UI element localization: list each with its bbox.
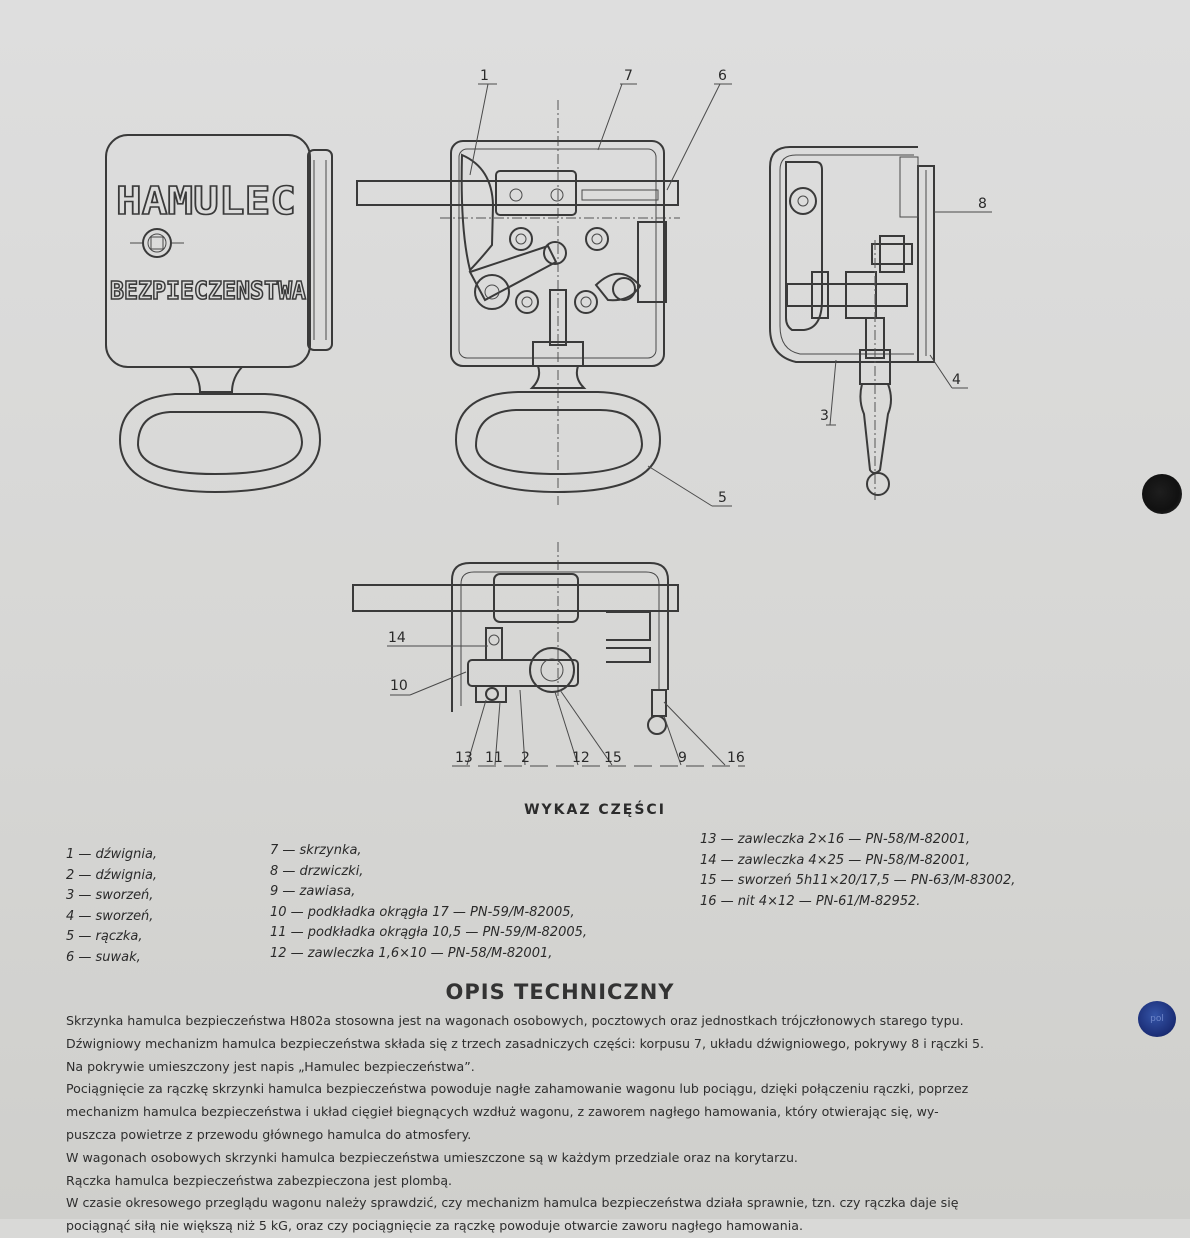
callout-4: 4	[952, 372, 961, 388]
cover-text-bezpieczenstwa: BEZPIECZENSTWA	[110, 276, 306, 305]
punched-hole	[1142, 474, 1182, 514]
description-line: mechanizm hamulca bezpieczeństwa i układ…	[66, 1104, 939, 1120]
callout-1: 1	[480, 68, 489, 84]
parts-list-item: 11 — podkładka okrągła 10,5 — PN-59/M-82…	[270, 925, 588, 940]
parts-list-column-2: 7 — skrzynka, 8 — drzwiczki, 9 — zawiasa…	[270, 841, 587, 964]
callout-14: 14	[388, 630, 406, 646]
callout-11: 11	[485, 750, 503, 766]
parts-list-item: 3 — sworzeń,	[66, 888, 154, 903]
parts-list-item: 10 — podkładka okrągła 17 — PN-59/M-8200…	[270, 904, 575, 920]
callout-8: 8	[978, 196, 987, 212]
technical-drawing: HAMULEC BEZPIECZENSTWA	[105, 68, 992, 767]
callout-10: 10	[390, 678, 408, 694]
callout-13: 13	[455, 750, 473, 766]
blue-sticker: pol	[1138, 1001, 1176, 1037]
callout-16: 16	[727, 750, 745, 766]
parts-list-item: 14 — zawleczka 4×25 — PN-58/M-82001,	[700, 852, 970, 868]
description-line: W wagonach osobowych skrzynki hamulca be…	[66, 1149, 798, 1165]
parts-list-item: 16 — nit 4×12 — PN-61/M-82952.	[700, 893, 921, 909]
parts-list-column-3: 13 — zawleczka 2×16 — PN-58/M-82001, 14 …	[700, 830, 1015, 912]
description-body: Skrzynka hamulca bezpieczeństwa H802a st…	[66, 1010, 1066, 1238]
parts-list-item: 15 — sworzeń 5h11×20/17,5 — PN-63/M-8300…	[700, 873, 1016, 888]
parts-list-item: 4 — sworzeń,	[66, 908, 154, 924]
callout-7: 7	[624, 68, 633, 84]
cover-text-hamulec: HAMULEC	[116, 179, 296, 223]
callout-3: 3	[820, 408, 829, 424]
description-title: OPIS TECHNICZNY	[445, 980, 675, 1004]
callout-5: 5	[718, 490, 727, 506]
parts-list-title: WYKAZ CZĘŚCI	[524, 802, 666, 818]
callout-12: 12	[572, 750, 590, 766]
description-line: Pociągnięcie za rączkę skrzynki hamulca …	[66, 1081, 969, 1097]
parts-list-item: 1 — dźwignia,	[66, 847, 158, 862]
top-section-view	[352, 542, 679, 735]
callout-15: 15	[604, 750, 622, 766]
parts-list-item: 2 — dźwignia,	[66, 867, 158, 883]
description-line: Rączka hamulca bezpieczeństwa zabezpiecz…	[66, 1172, 453, 1188]
parts-list-item: 9 — zawiasa,	[270, 884, 356, 899]
description-line: Na pokrywie umieszczony jest napis „Hamu…	[66, 1058, 475, 1074]
description-line: Dźwigniowy mechanizm hamulca bezpieczeńs…	[66, 1035, 984, 1051]
parts-list-item: 12 — zawleczka 1,6×10 — PN-58/M-82001,	[270, 945, 553, 961]
parts-list-item: 13 — zawleczka 2×16 — PN-58/M-82001,	[700, 832, 970, 847]
callout-labels: 1 7 6 8 4 3 5 14 10 13 11 2 12 15 9 16	[388, 68, 987, 766]
leader-lines	[387, 83, 992, 767]
parts-list-item: 6 — suwak,	[66, 949, 141, 965]
section-view	[769, 146, 935, 500]
parts-list-item: 5 — rączka,	[66, 929, 143, 944]
parts-list-item: 8 — drzwiczki,	[270, 863, 364, 879]
parts-list-column-1: 1 — dźwignia, 2 — dźwignia, 3 — sworzeń,…	[66, 845, 157, 968]
callout-9: 9	[678, 750, 687, 766]
emblem-icon	[142, 228, 172, 258]
mechanism-view	[356, 100, 680, 505]
callout-2: 2	[521, 750, 530, 766]
description-line: Skrzynka hamulca bezpieczeństwa H802a st…	[66, 1013, 964, 1028]
callout-6: 6	[718, 68, 727, 84]
description-line: puszcza powietrze z przewodu głównego ha…	[66, 1126, 472, 1142]
cover-view: HAMULEC BEZPIECZENSTWA	[105, 134, 333, 494]
parts-list-item: 7 — skrzynka,	[270, 843, 362, 858]
description-line: W czasie okresowego przeglądu wagonu nal…	[66, 1195, 959, 1211]
